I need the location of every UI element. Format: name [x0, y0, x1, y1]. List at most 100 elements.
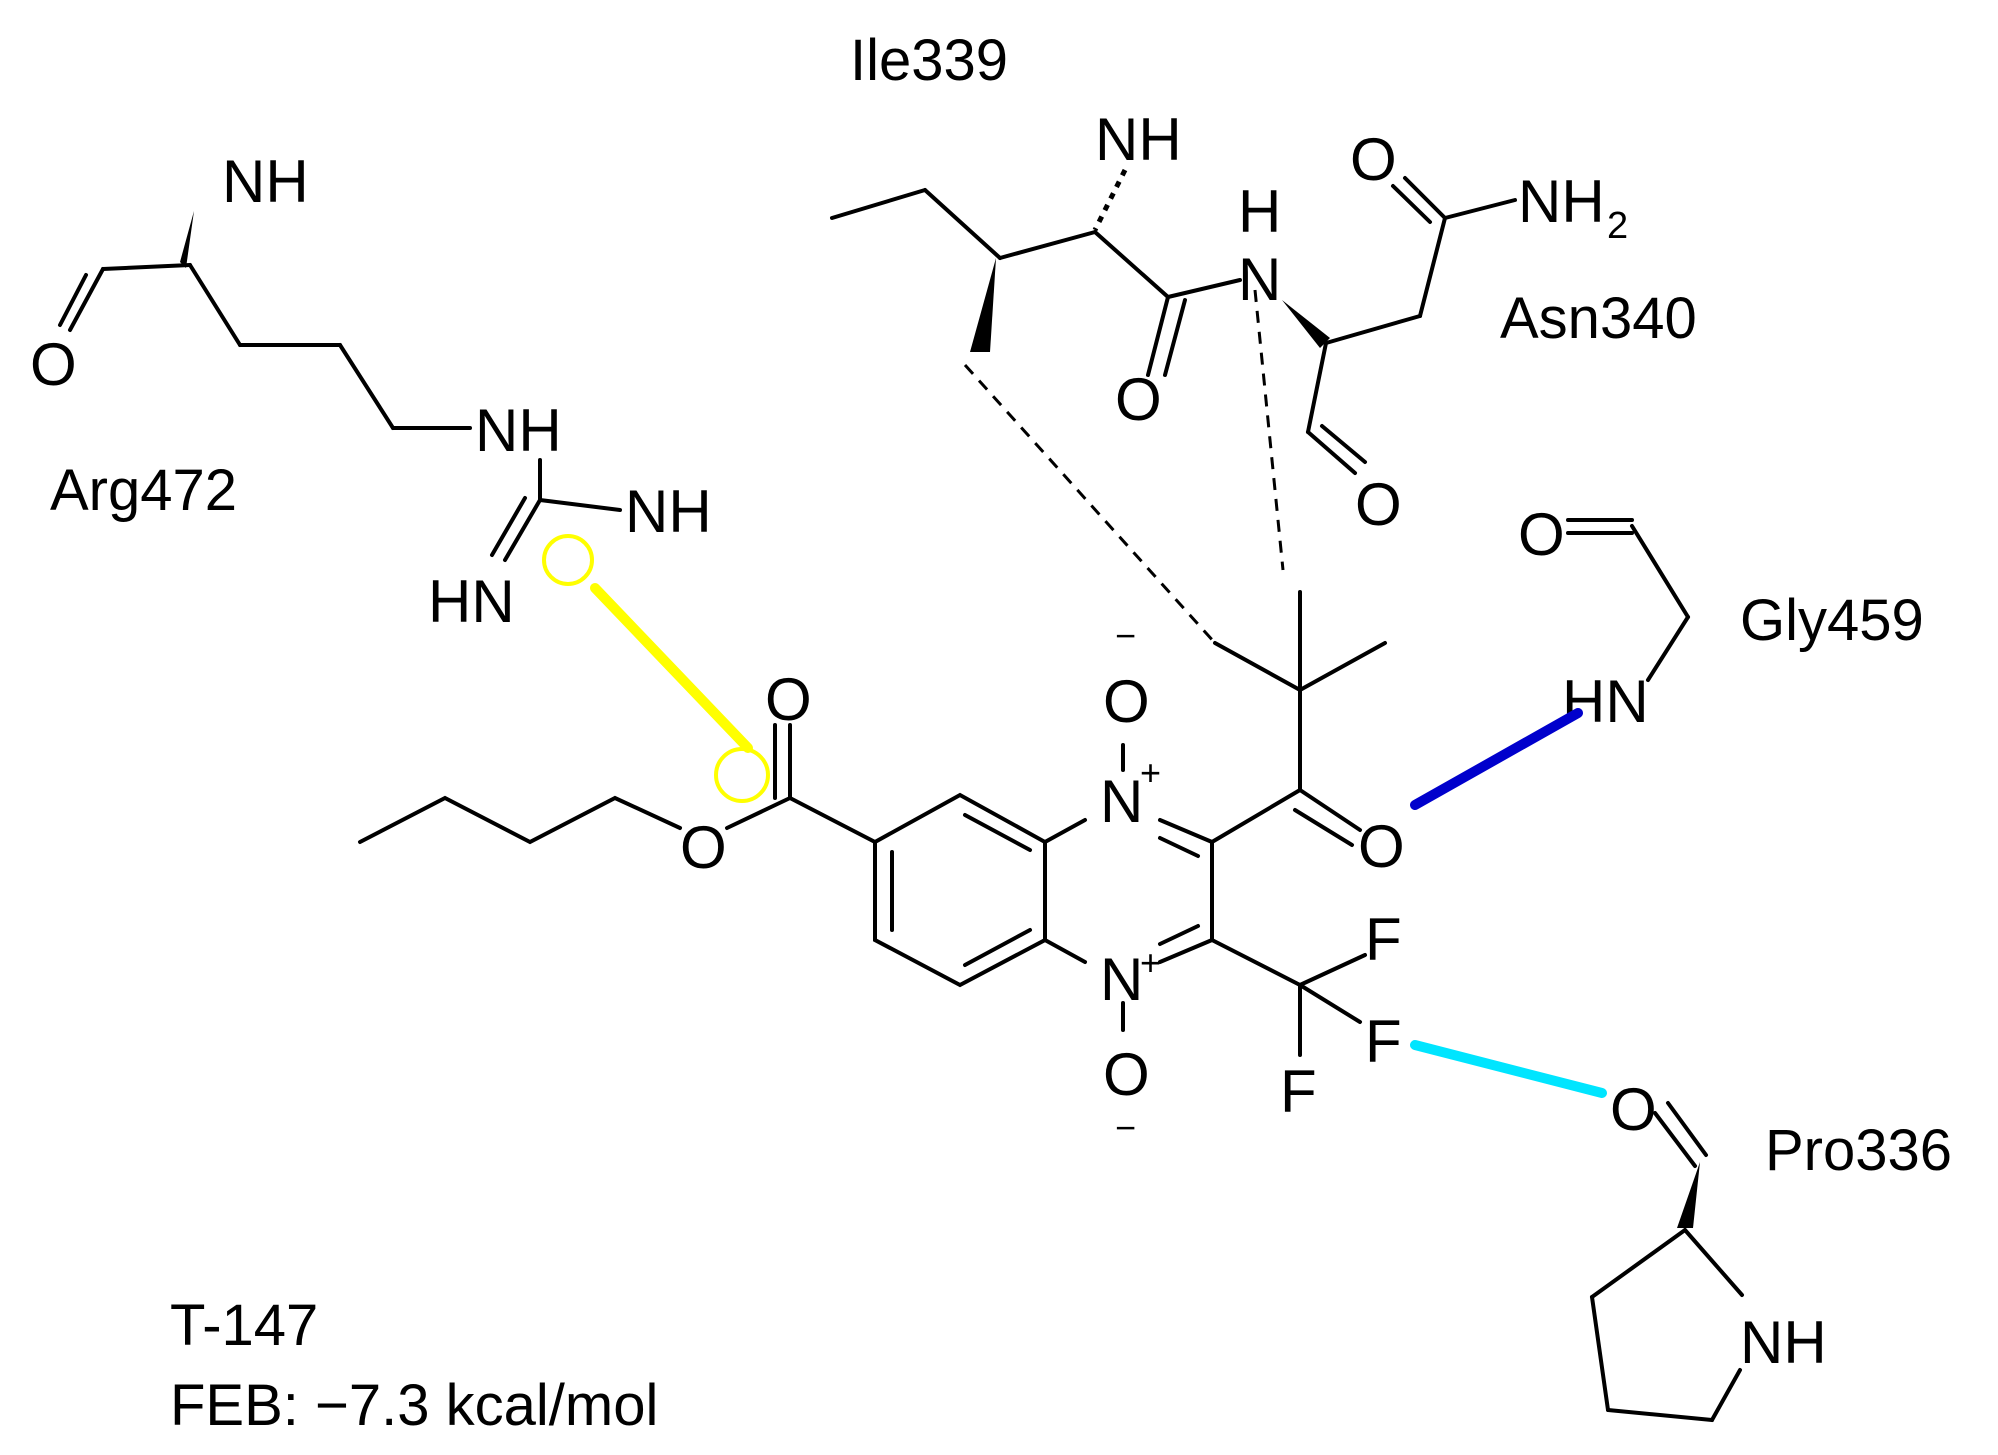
pro-o-atom: O — [1610, 1076, 1657, 1143]
arg-bond — [338, 343, 395, 430]
ring-bond — [1158, 818, 1214, 964]
n1-oxide-o-atom: O — [1103, 668, 1150, 735]
asn-bond — [1324, 314, 1422, 345]
asn-bond — [1320, 424, 1367, 464]
arg-bond — [68, 267, 105, 332]
ketone-o-atom: O — [1358, 813, 1405, 880]
arg-bond — [490, 496, 527, 557]
arg-o-atom: O — [30, 331, 77, 398]
pro-bond — [1606, 1408, 1714, 1422]
pro-nh-atom: NH — [1740, 1309, 1827, 1376]
asn-bond — [1306, 341, 1328, 434]
asn-bond — [1403, 176, 1447, 220]
ketone-bond — [1293, 808, 1354, 847]
ile-bond — [923, 188, 1002, 260]
pro-bond — [1590, 1295, 1610, 1412]
gly-bond — [1646, 615, 1690, 682]
ring-bond — [1043, 938, 1087, 964]
tbutyl-bond — [1298, 641, 1387, 692]
hydrophobic-contact-ile339 — [963, 363, 1217, 645]
f1-atom: F — [1365, 906, 1402, 973]
butyl-chain — [358, 795, 682, 845]
pro336-label: Pro336 — [1765, 1118, 1952, 1183]
ile-hashed-bond — [1092, 168, 1128, 232]
asn-bond — [1306, 430, 1357, 475]
arg472-label: Arg472 — [50, 458, 237, 523]
f3-atom: F — [1280, 1058, 1317, 1125]
tbutyl-bond — [1213, 641, 1302, 692]
ester-o-atom: O — [680, 814, 727, 881]
pro-bond — [1666, 1101, 1708, 1157]
cf3-bond — [1210, 938, 1302, 987]
hydrophobic-contact-asn340 — [1253, 289, 1285, 571]
arg-bond — [503, 498, 542, 562]
asn-bond — [1443, 198, 1517, 220]
arg-nh2-atom: NH — [475, 397, 562, 464]
n1-oxide-minus: − — [1115, 615, 1136, 656]
gly459-residue: O HN Gly459 — [1518, 501, 1924, 735]
pro-wedge-bond — [1677, 1162, 1700, 1228]
ligand-t147: O O N + O − N + O − O — [358, 590, 1405, 1148]
n4-oxide-o-atom: O — [1103, 1041, 1150, 1108]
arg-bond — [58, 273, 88, 327]
arg-bond — [101, 263, 192, 271]
asn-nh2-subscript: 2 — [1607, 205, 1628, 247]
arg-wedge-bond — [180, 211, 194, 268]
ile-bond — [1093, 230, 1170, 299]
arg-bond — [538, 498, 622, 512]
n1-plus: + — [1140, 752, 1161, 793]
ester-bond — [725, 796, 792, 830]
ile-bond — [1163, 298, 1187, 377]
pro336-residue: O NH Pro336 — [1590, 1076, 1952, 1422]
gly-o-atom: O — [1518, 501, 1565, 568]
ile339-residue: Ile339 NH O — [830, 28, 1242, 433]
pro-bond — [1683, 1228, 1744, 1297]
ketone-bond — [1298, 788, 1362, 832]
compound-name: T-147 — [170, 1293, 318, 1358]
gly-hn-atom: HN — [1562, 668, 1649, 735]
asn-nh2-atom: NH — [1518, 168, 1605, 235]
ile339-label: Ile339 — [850, 28, 1008, 93]
ile-bond — [1166, 278, 1242, 299]
gly459-label: Gly459 — [1740, 588, 1924, 653]
ketone-bond — [1210, 788, 1302, 844]
n1-atom: N — [1100, 768, 1143, 835]
benzene-double — [963, 928, 1032, 967]
asn-bond — [1418, 216, 1447, 318]
asn-o2-atom: O — [1355, 471, 1402, 538]
n4-oxide-minus: − — [1115, 1107, 1136, 1148]
ring-bond — [1043, 818, 1087, 844]
cf3-bond — [1298, 953, 1367, 987]
ile-nh-atom: NH — [1095, 106, 1182, 173]
ile-wedge-bond — [970, 258, 996, 352]
ile-o-atom: O — [1115, 366, 1162, 433]
pro-bond — [1590, 1228, 1687, 1299]
benzene-double — [963, 813, 1032, 852]
ile-bond — [830, 188, 927, 220]
ring-double — [1158, 924, 1200, 946]
asn-bond — [1391, 184, 1432, 224]
asn340-label: Asn340 — [1500, 286, 1697, 351]
pro-bond — [1653, 1111, 1697, 1168]
arg472-contact-ring — [542, 534, 594, 586]
arg472-residue: NH O NH NH HN Arg472 — [30, 148, 712, 635]
arg-bond — [188, 263, 242, 347]
pro-bond — [1710, 1368, 1742, 1422]
ester-contact-ring — [714, 747, 770, 803]
ile-bond — [998, 230, 1097, 260]
asn-n-atom: N — [1238, 246, 1281, 313]
binding-energy: FEB: −7.3 kcal/mol — [170, 1373, 658, 1438]
pro336-halogen-line — [1410, 1040, 1607, 1098]
asn-wedge-bond — [1282, 300, 1330, 348]
arg472-hbond-line — [590, 583, 753, 753]
arg-nh-atom: NH — [222, 148, 309, 215]
gly-bond — [1630, 524, 1690, 619]
asn-h-atom: H — [1238, 178, 1281, 245]
arg-hn-atom: HN — [428, 568, 515, 635]
f2-atom: F — [1365, 1008, 1402, 1075]
benzene-ring — [873, 792, 1047, 988]
asn-o1-atom: O — [1350, 126, 1397, 193]
carbonyl-o-atom: O — [765, 666, 812, 733]
asn340-residue: H N O NH 2 Asn340 O — [1238, 126, 1697, 538]
